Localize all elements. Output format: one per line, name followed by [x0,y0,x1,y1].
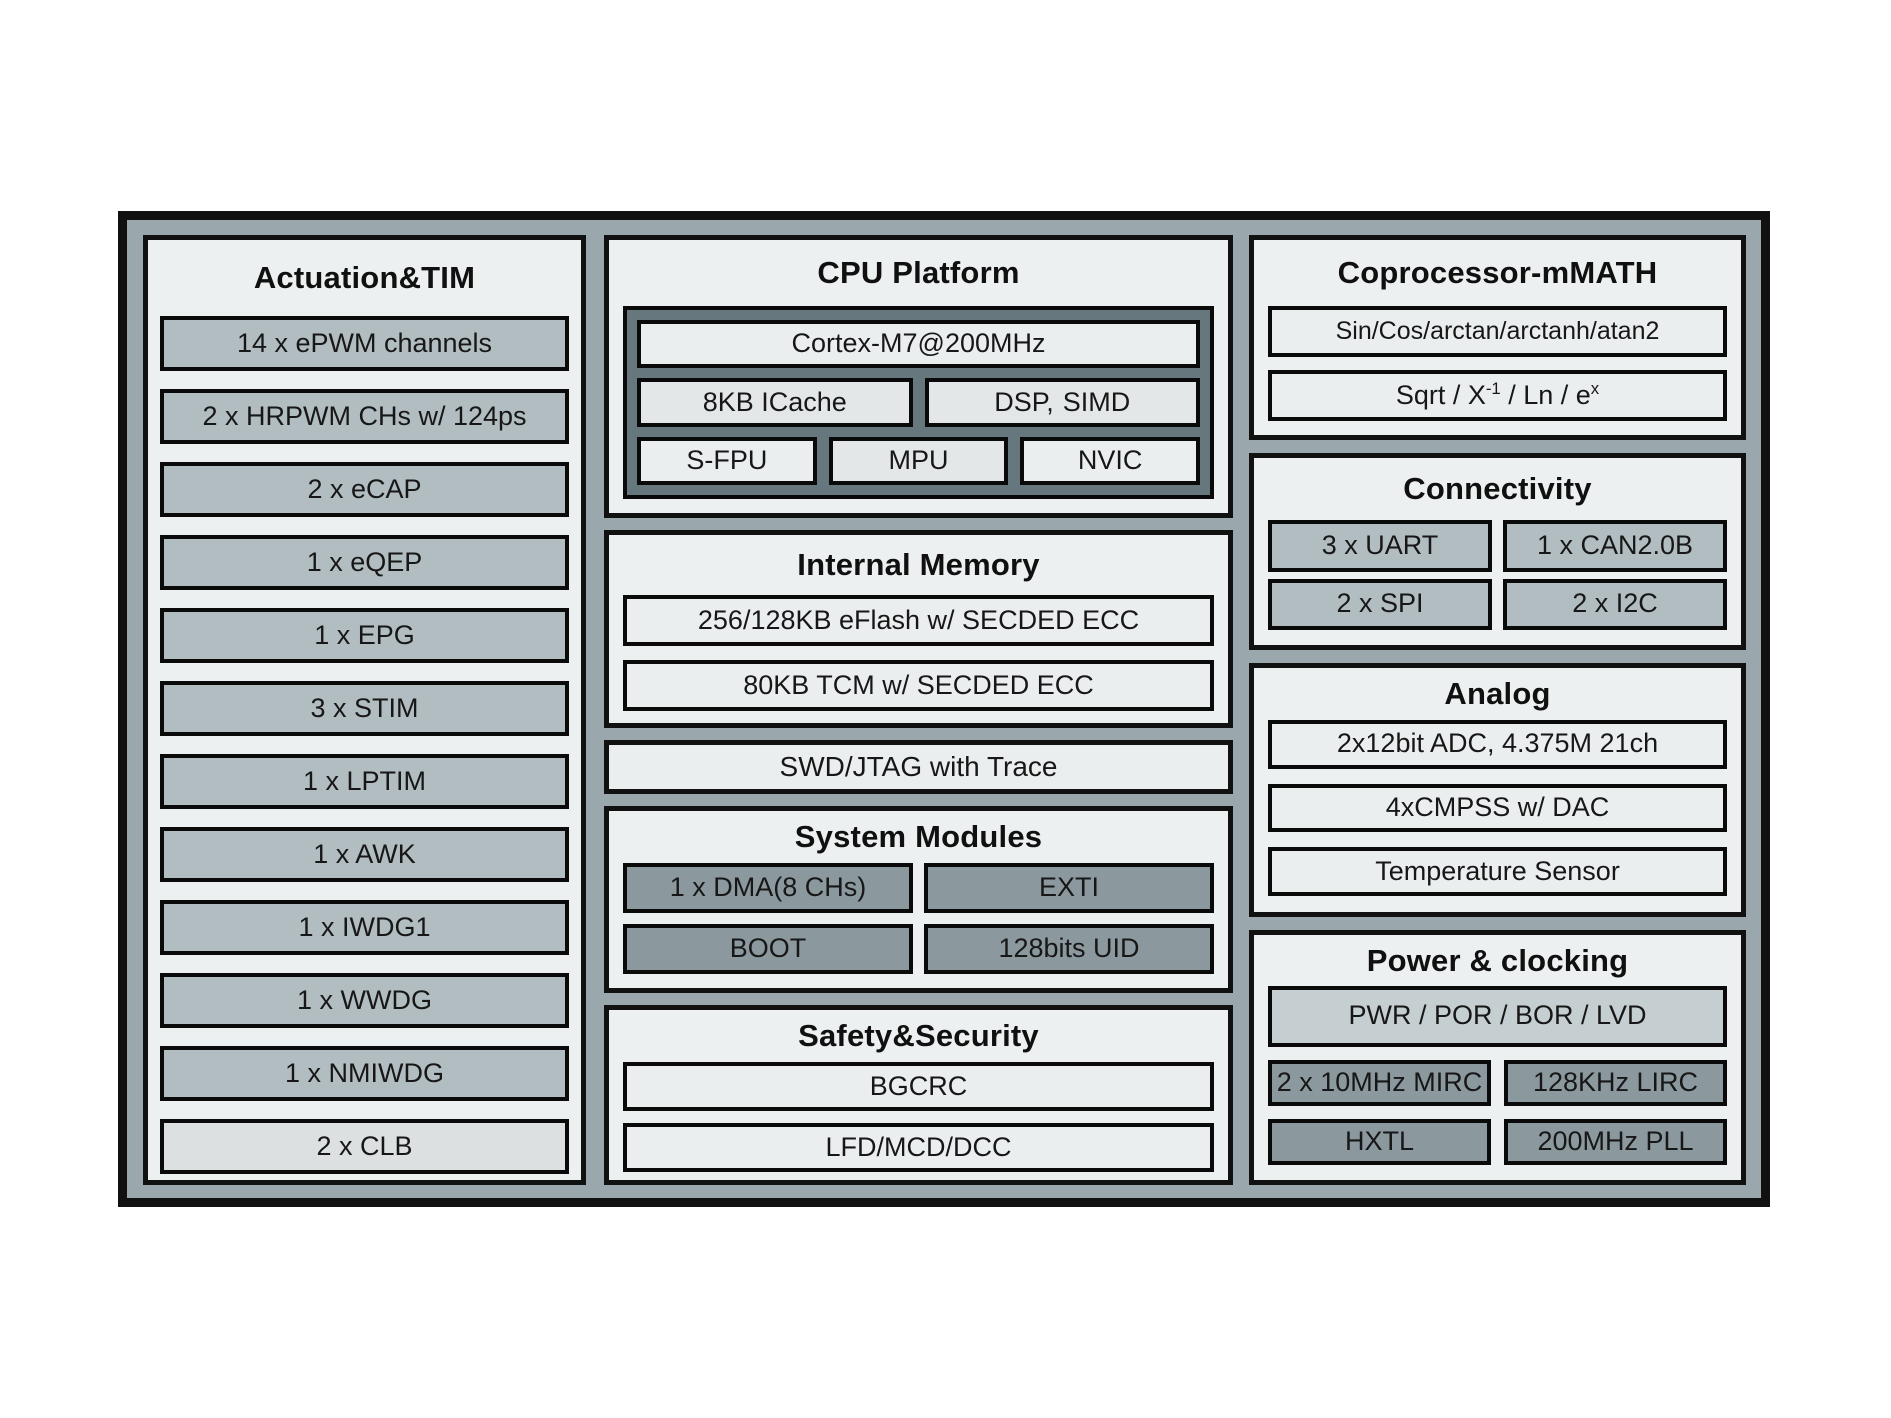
cell-can: 1 x CAN2.0B [1503,520,1727,572]
section-title-power-clocking: Power & clocking [1366,942,1629,978]
safety-rows: BGCRC LFD/MCD/DCC [609,1062,1228,1180]
cell-uid: 128bits UID [924,924,1214,974]
section-title-internal-memory: Internal Memory [797,547,1040,582]
cell-pwr-por-bor-lvd: PWR / POR / BOR / LVD [1268,986,1727,1047]
cell-dma: 1 x DMA(8 CHs) [623,863,913,913]
section-title-system-modules: System Modules [794,819,1043,854]
cpu-row-cache: 8KB ICache DSP, SIMD [637,378,1200,427]
cell-exti: EXTI [924,863,1214,913]
cell-sqrt-ln-exp: Sqrt / X-1 / Ln / ex [1268,370,1727,421]
cell-cortex-m7: Cortex-M7@200MHz [637,320,1200,369]
cpu-row-units: S-FPU MPU NVIC [637,436,1201,485]
cell-ecap: 2 x eCAP [160,462,569,517]
cell-adc: 2x12bit ADC, 4.375M 21ch [1268,720,1727,769]
section-title-safety-security: Safety&Security [798,1018,1039,1053]
cell-i2c: 2 x I2C [1503,578,1727,630]
cell-eqep: 1 x eQEP [160,535,569,590]
cell-nvic: NVIC [1020,436,1201,485]
cell-lirc: 128KHz LIRC [1504,1059,1727,1106]
analog-rows: 2x12bit ADC, 4.375M 21ch 4xCMPSS w/ DAC … [1254,720,1741,912]
cell-epwm-channels: 14 x ePWM channels [160,316,569,371]
cell-hxtl: HXTL [1268,1118,1491,1165]
cell-sfpu: S-FPU [637,436,817,485]
cell-stim: 3 x STIM [160,681,569,736]
cell-uart: 3 x UART [1268,520,1492,572]
cell-tcm: 80KB TCM w/ SECDED ECC [623,660,1214,711]
cell-bgcrc: BGCRC [623,1062,1214,1111]
cpu-row-cortex: Cortex-M7@200MHz [637,320,1200,369]
block-diagram-frame: Actuation&TIM 14 x ePWM channels 2 x HRP… [118,211,1770,1207]
cell-awk: 1 x AWK [160,827,569,882]
power-grid: 2 x 10MHz MIRC 128KHz LIRC HXTL 200MHz P… [1268,1059,1727,1165]
memory-rows: 256/128KB eFlash w/ SECDED ECC 80KB TCM … [609,595,1228,723]
section-coprocessor-mmath: Coprocessor-mMATH Sin/Cos/arctan/arctanh… [1249,235,1746,440]
section-cpu-platform: CPU Platform Cortex-M7@200MHz 8KB ICache… [604,235,1233,518]
cpu-core-container: Cortex-M7@200MHz 8KB ICache DSP, SIMD S-F… [623,306,1214,499]
section-title-coprocessor: Coprocessor-mMATH [1337,255,1658,290]
section-internal-memory: Internal Memory 256/128KB eFlash w/ SECD… [604,530,1233,728]
column-cpu: CPU Platform Cortex-M7@200MHz 8KB ICache… [604,235,1233,1185]
dsp-label: DSP, [994,386,1054,417]
cell-lptim: 1 x LPTIM [160,754,569,809]
cell-nmiwdg: 1 x NMIWDG [160,1046,569,1101]
ln-part: / Ln / e [1500,379,1591,410]
sqrt-part: Sqrt / X [1395,379,1486,410]
cell-trig-functions: Sin/Cos/arctan/arctanh/atan2 [1268,306,1727,357]
cell-wwdg: 1 x WWDG [160,973,569,1028]
cell-icache: 8KB ICache [637,378,913,427]
cell-clb: 2 x CLB [160,1119,569,1174]
column-actuation: Actuation&TIM 14 x ePWM channels 2 x HRP… [143,235,586,1185]
section-connectivity: Connectivity 3 x UART 1 x CAN2.0B 2 x SP… [1249,453,1746,650]
column-peripherals: Coprocessor-mMATH Sin/Cos/arctan/arctanh… [1249,235,1746,1185]
coprocessor-rows: Sin/Cos/arctan/arctanh/atan2 Sqrt / X-1 … [1254,306,1741,435]
cell-cmpss: 4xCMPSS w/ DAC [1268,783,1727,833]
cell-mpu: MPU [828,436,1009,485]
cell-lfd-mcd-dcc: LFD/MCD/DCC [623,1123,1214,1172]
section-actuation-tim: Actuation&TIM 14 x ePWM channels 2 x HRP… [143,235,586,1185]
cell-boot: BOOT [623,924,913,974]
cell-temp-sensor: Temperature Sensor [1268,847,1727,897]
system-modules-grid: 1 x DMA(8 CHs) EXTI BOOT 128bits UID [609,863,1228,988]
section-title-actuation-tim: Actuation&TIM [253,260,476,295]
cell-eflash: 256/128KB eFlash w/ SECDED ECC [623,595,1214,646]
simd-label: SIMD [1062,386,1131,417]
connectivity-grid: 3 x UART 1 x CAN2.0B 2 x SPI 2 x I2C [1254,520,1741,645]
swd-jtag-bar: SWD/JTAG with Trace [604,740,1233,794]
sup-minus-one: -1 [1485,378,1501,398]
cell-dsp-simd: DSP, SIMD [924,378,1200,427]
cell-iwdg1: 1 x IWDG1 [160,900,569,955]
cell-hrpwm-chs: 2 x HRPWM CHs w/ 124ps [160,389,569,444]
section-analog: Analog 2x12bit ADC, 4.375M 21ch 4xCMPSS … [1249,663,1746,917]
power-rows: PWR / POR / BOR / LVD 2 x 10MHz MIRC 128… [1254,986,1741,1180]
section-title-cpu-platform: CPU Platform [817,255,1020,290]
cell-mirc: 2 x 10MHz MIRC [1268,1059,1491,1106]
section-title-connectivity: Connectivity [1403,471,1592,506]
section-safety-security: Safety&Security BGCRC LFD/MCD/DCC [604,1005,1233,1185]
actuation-rows: 14 x ePWM channels 2 x HRPWM CHs w/ 124p… [148,316,581,1180]
cell-pll: 200MHz PLL [1504,1118,1727,1165]
sup-x: x [1590,378,1600,398]
cell-spi: 2 x SPI [1268,578,1492,630]
section-title-analog: Analog [1444,676,1551,711]
section-power-clocking: Power & clocking PWR / POR / BOR / LVD 2… [1249,930,1746,1185]
cell-epg: 1 x EPG [160,608,569,663]
section-system-modules: System Modules 1 x DMA(8 CHs) EXTI BOOT … [604,806,1233,993]
